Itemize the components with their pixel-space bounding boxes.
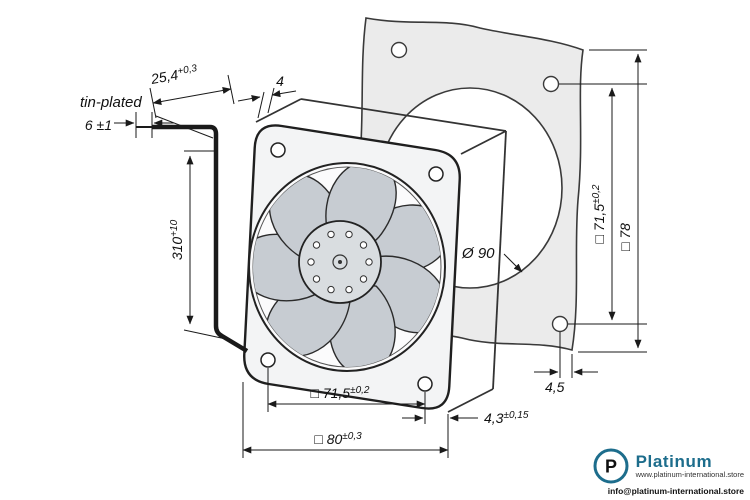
fan-hub [298, 220, 382, 304]
dim-lead-tip-label: 6 ±1 [85, 117, 112, 133]
dim-lead-tip: 6 ±1 [85, 112, 174, 138]
platinum-logo-icon: P [593, 448, 629, 484]
brand-website: www.platinum-international.store [635, 470, 744, 480]
platinum-logo: P Platinum www.platinum-international.st… [592, 447, 744, 496]
dim-gasket-outer-label: □ 78 [617, 223, 633, 251]
brand-email: info@platinum-international.store [607, 486, 744, 496]
dim-lead-length: 310+10 [169, 150, 227, 340]
dim-hole-offset: 4,3±0,15 [402, 410, 529, 426]
lead-wire-insulated [152, 124, 249, 353]
lead-wire [136, 124, 249, 353]
brand-name: Platinum [635, 451, 713, 471]
fan-body [243, 124, 461, 410]
dim-depth: 25,4+0,3 [149, 63, 235, 139]
gasket-screw-hole [390, 41, 408, 59]
dim-lead-length-label: 310+10 [169, 219, 185, 260]
gasket-screw-hole [551, 315, 569, 333]
dim-flange-label: 4 [276, 73, 284, 89]
gasket-screw-hole [542, 75, 560, 93]
dim-gasket-bore: Ø 90 [461, 245, 523, 273]
dim-hole-pitch-bottom: □ 71,5±0,2 [267, 368, 426, 424]
fan-rear-edges [255, 98, 507, 413]
dim-outer-size-label: □ 80±0,3 [314, 431, 362, 447]
platinum-logo-row: P Platinum www.platinum-international.st… [592, 447, 744, 485]
dim-gasket-hole-offset: 4,5 [534, 332, 598, 395]
dim-hole-pitch-bottom-label: □ 71,5±0,2 [311, 385, 370, 401]
dim-gasket-bore-label: Ø 90 [461, 245, 495, 262]
dim-depth-label: 25,4+0,3 [149, 63, 199, 87]
dim-hole-pitch-right-label: □ 71,5±0,2 [591, 184, 607, 243]
dim-gasket-hole-offset-label: 4,5 [545, 379, 565, 395]
dim-hole-pitch-right: □ 71,5±0,2 [559, 83, 647, 325]
fan-corner-screw-holes [260, 142, 444, 392]
dim-flange: 4 [237, 73, 297, 119]
platinum-logo-initial: P [605, 457, 617, 477]
dim-hole-offset-label: 4,3±0,15 [484, 410, 529, 426]
dim-gasket-outer: □ 78 [578, 49, 647, 353]
dim-outer-size: □ 80±0,3 [242, 382, 449, 458]
tin-plated-label: tin-plated [80, 94, 142, 111]
platinum-logo-text: Platinum www.platinum-international.stor… [635, 451, 744, 480]
